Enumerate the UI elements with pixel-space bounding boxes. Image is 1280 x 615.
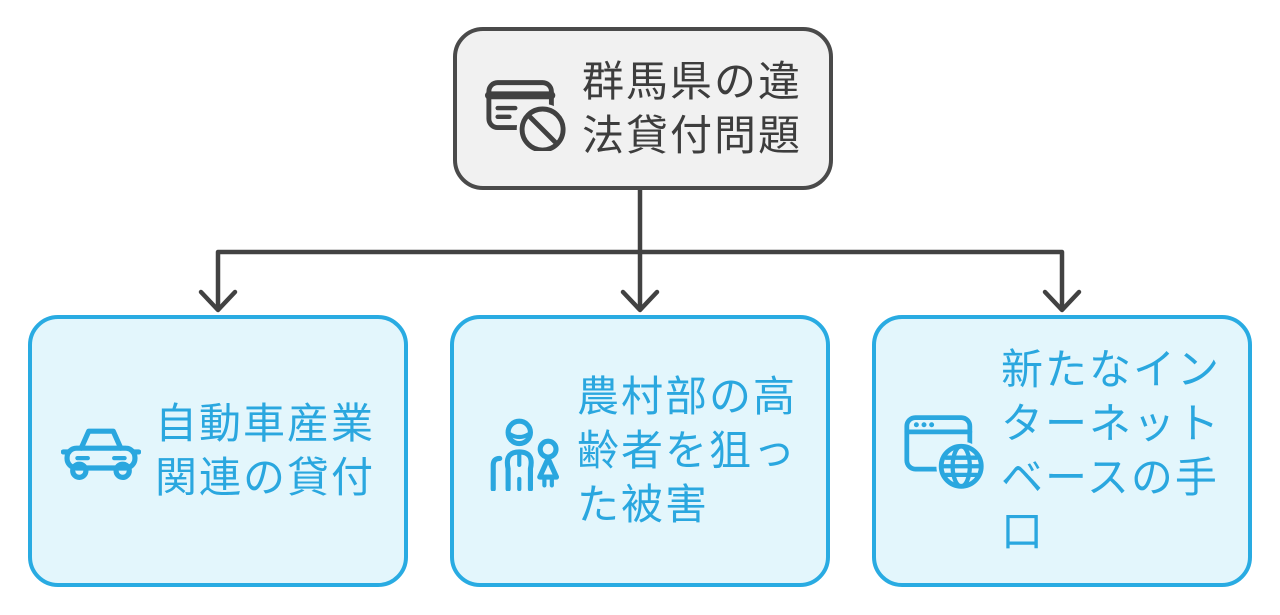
browser-globe-icon xyxy=(904,415,987,489)
node-root: 群馬県の違 法貸付問題 xyxy=(453,27,833,190)
label-line: ベースの手 xyxy=(1000,454,1219,501)
car-icon xyxy=(60,428,141,480)
node-elderly-victims: 農村部の高 齢者を狙っ た被害 xyxy=(450,315,830,587)
label-line: 群馬県の違 xyxy=(581,57,802,105)
node-root-label: 群馬県の違 法貸付問題 xyxy=(582,55,802,163)
label-line: 農村部の高 xyxy=(576,373,797,420)
label-line: 新たなイン xyxy=(1000,346,1221,393)
label-line: 自動車産業 xyxy=(154,400,375,447)
node-elderly-victims-label: 農村部の高 齢者を狙っ た被害 xyxy=(577,370,797,532)
connector-branch xyxy=(215,249,1065,311)
label-line: 関連の貸付 xyxy=(154,454,375,501)
node-auto-lending-label: 自動車産業 関連の貸付 xyxy=(155,397,375,505)
node-auto-lending: 自動車産業 関連の貸付 xyxy=(28,315,408,587)
elderly-people-icon xyxy=(490,418,560,491)
credit-card-blocked-icon xyxy=(484,79,568,151)
label-line: 齢者を狙っ xyxy=(576,427,797,474)
node-internet-methods: 新たなイン ターネット ベースの手 口 xyxy=(872,315,1252,587)
label-line: 法貸付問題 xyxy=(581,111,802,159)
arrowhead-left xyxy=(198,289,238,313)
node-internet-methods-label: 新たなイン ターネット ベースの手 口 xyxy=(1001,343,1221,559)
arrowhead-center xyxy=(620,289,660,313)
label-line: 口 xyxy=(1000,508,1045,555)
label-line: た被害 xyxy=(576,481,709,528)
label-line: ターネット xyxy=(1000,400,1221,447)
arrowhead-right xyxy=(1042,289,1082,313)
